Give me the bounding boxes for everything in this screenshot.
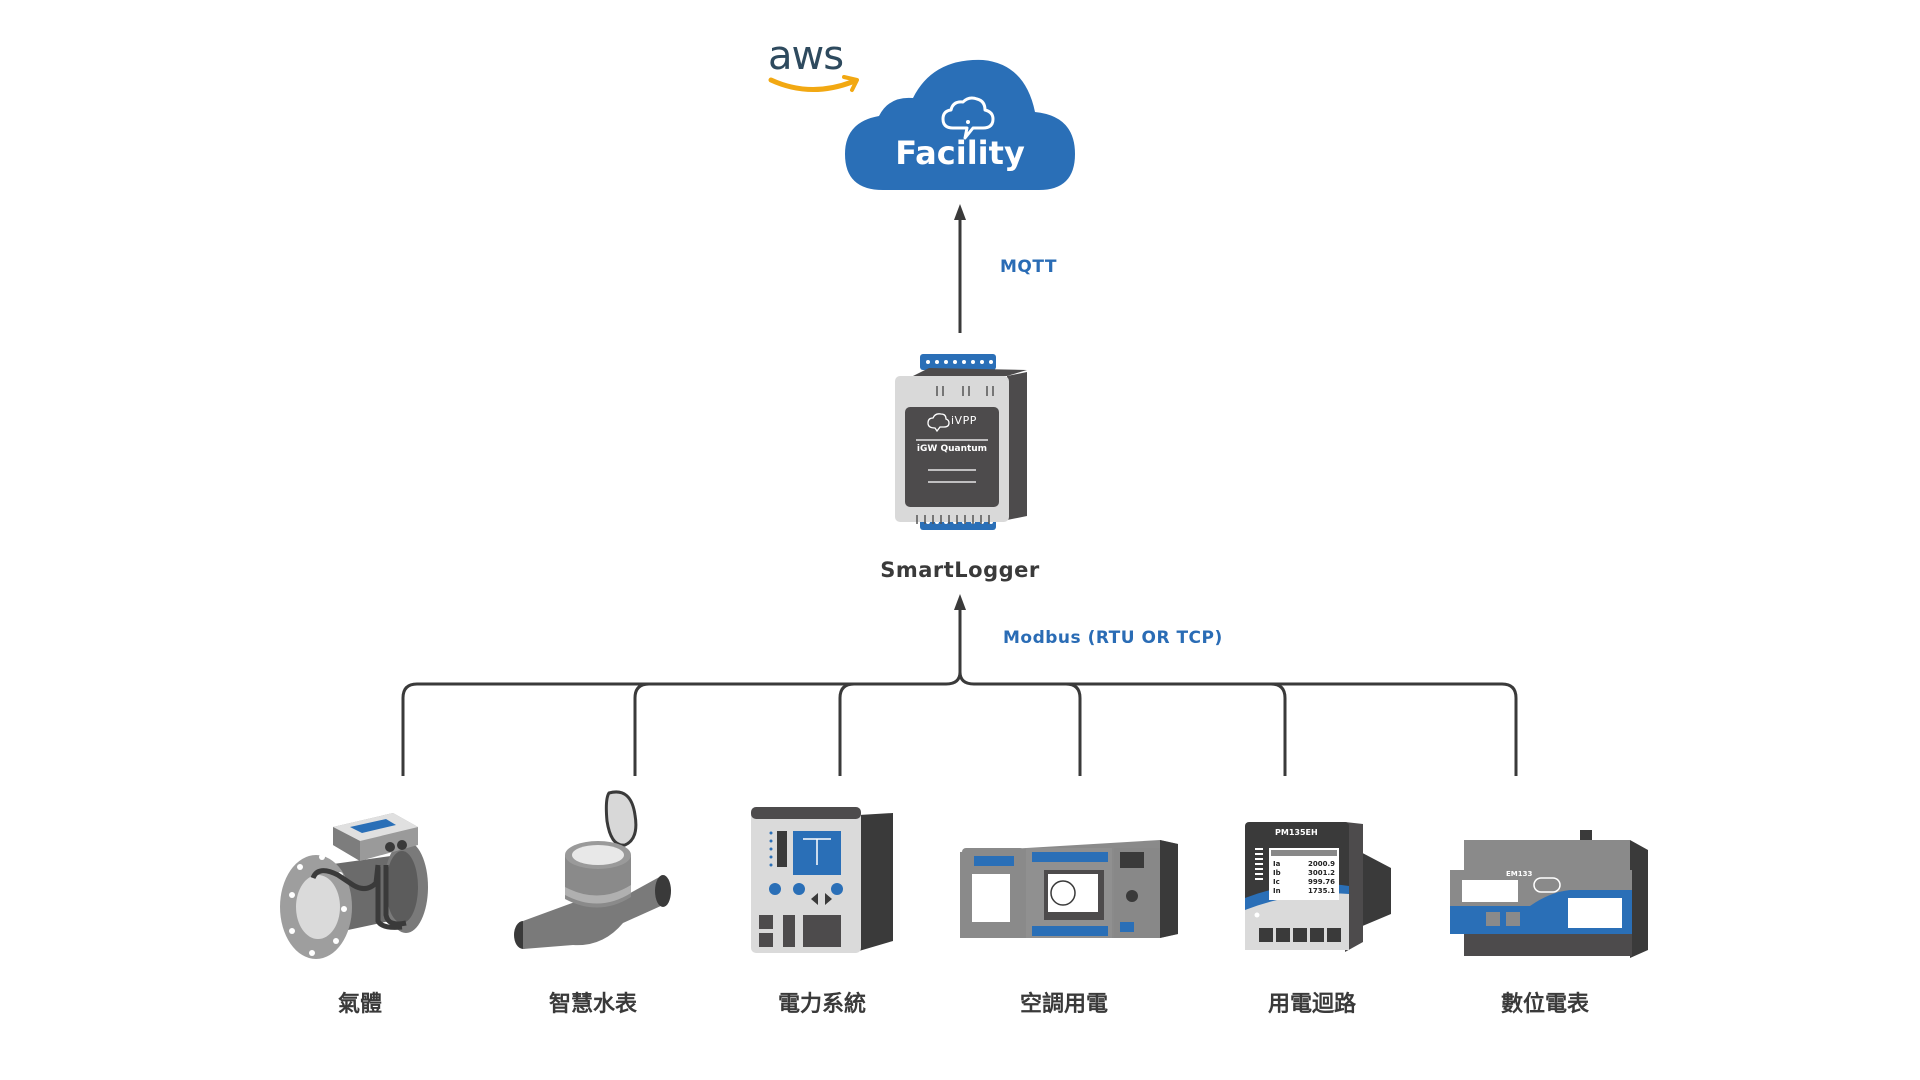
device-label-digital: 數位電表 (1500, 992, 1590, 1017)
device-label-circuit: 用電迴路 (1267, 992, 1357, 1017)
aws-smile-icon (768, 75, 859, 92)
water-meter-icon (514, 790, 671, 949)
aws-logo: aws (768, 36, 864, 100)
device-label-power: 電力系統 (777, 992, 867, 1017)
gateway-model: iGW Quantum (916, 444, 988, 454)
facility-cloud[interactable]: Facility (843, 54, 1077, 194)
digital-meter-model: EM133 (1506, 870, 1533, 878)
din-rail-meter-icon (1450, 830, 1648, 958)
aws-logo-text: aws (768, 33, 844, 79)
cloud-shape-icon (845, 59, 1075, 191)
hvac-device[interactable] (960, 838, 1180, 940)
drop-hvac (1065, 682, 1082, 776)
modbus-label: Modbus (RTU OR TCP) (1003, 628, 1223, 648)
modbus-bus-line (401, 671, 1518, 776)
smartlogger-label: SmartLogger (880, 558, 1040, 582)
water-meter-device[interactable] (513, 787, 675, 957)
modbus-arrowhead (954, 594, 966, 610)
device-label-water: 智慧水表 (548, 992, 638, 1017)
cloud-title: Facility (895, 134, 1025, 172)
plc-controller-icon (960, 840, 1178, 938)
cloud-chat-icon (941, 96, 995, 140)
drop-power (838, 682, 855, 776)
gas-flow-meter-icon (280, 813, 428, 959)
drop-circuit (1270, 682, 1287, 776)
gateway-device-icon (895, 354, 1027, 530)
meter-model: PM135EH (1275, 828, 1318, 837)
mqtt-label: MQTT (1000, 257, 1057, 277)
device-label-gas: 氣體 (337, 992, 383, 1017)
digital-meter-device[interactable]: EM133 (1450, 830, 1650, 960)
gateway-brand: iVPP (951, 414, 977, 427)
device-label-hvac: 空調用電 (1019, 992, 1109, 1017)
protection-relay-icon (751, 807, 893, 953)
mqtt-arrowhead (954, 204, 966, 220)
gas-meter-device[interactable] (278, 805, 438, 963)
power-system-device[interactable] (751, 805, 896, 953)
smartlogger-device[interactable]: iVPP iGW Quantum (895, 352, 1029, 532)
drop-water (633, 682, 650, 776)
power-meter-icon (1245, 822, 1391, 952)
